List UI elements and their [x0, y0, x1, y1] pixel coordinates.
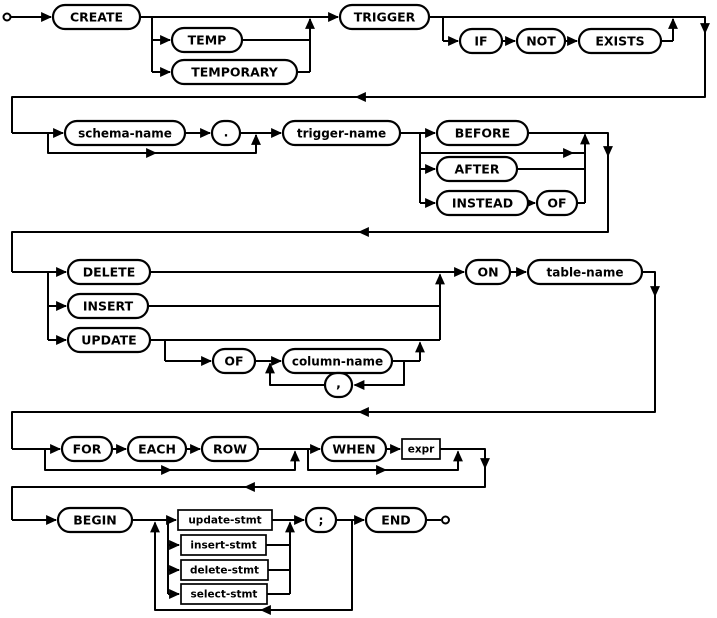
node-dot-label: .	[224, 125, 229, 140]
node-insert: INSERT	[66, 292, 150, 320]
node-insert-stmt[interactable]: insert-stmt	[180, 534, 267, 556]
node-temp-label: TEMP	[188, 33, 227, 48]
node-on: ON	[464, 258, 512, 286]
node-exists-label: EXISTS	[595, 34, 644, 49]
node-update: UPDATE	[66, 326, 152, 354]
node-of-update: OF	[211, 347, 257, 375]
node-if-label: IF	[474, 34, 487, 49]
node-begin: BEGIN	[56, 506, 134, 534]
node-schema-name: schema-name	[63, 119, 187, 147]
node-row-label: ROW	[213, 442, 247, 457]
node-temporary: TEMPORARY	[170, 58, 299, 86]
node-select-stmt-label: select-stmt	[191, 589, 258, 601]
node-semicolon-label: ;	[319, 513, 324, 528]
node-instead: INSTEAD	[435, 189, 530, 217]
node-not: NOT	[515, 27, 567, 55]
node-each-label: EACH	[138, 442, 176, 457]
node-trigger-name-label: trigger-name	[297, 127, 386, 141]
node-expr[interactable]: expr	[401, 438, 441, 460]
start-terminal	[2, 12, 12, 22]
node-for: FOR	[60, 435, 114, 463]
node-exists: EXISTS	[577, 27, 663, 55]
node-trigger: TRIGGER	[338, 3, 431, 31]
node-trigger-label: TRIGGER	[354, 10, 416, 25]
node-delete-stmt[interactable]: delete-stmt	[180, 559, 269, 581]
node-schema-name-label: schema-name	[78, 127, 172, 141]
node-on-label: ON	[477, 265, 498, 280]
node-select-stmt[interactable]: select-stmt	[180, 583, 268, 605]
node-temporary-label: TEMPORARY	[191, 65, 279, 80]
node-comma-label: ,	[336, 376, 341, 391]
node-trigger-name: trigger-name	[281, 119, 402, 147]
node-table-name: table-name	[526, 258, 644, 286]
node-dot: .	[210, 119, 242, 147]
node-begin-label: BEGIN	[73, 513, 116, 528]
node-before-label: BEFORE	[455, 126, 510, 141]
node-delete-stmt-label: delete-stmt	[190, 565, 259, 577]
end-terminal	[441, 515, 450, 525]
direction-arrows	[146, 23, 710, 615]
node-of-instead: OF	[535, 189, 579, 217]
node-temp: TEMP	[170, 26, 244, 54]
node-of-update-label: OF	[224, 354, 243, 369]
node-update-label: UPDATE	[81, 333, 136, 348]
node-delete-label: DELETE	[83, 265, 135, 280]
connector-lines	[11, 16, 706, 595]
node-instead-label: INSTEAD	[452, 196, 513, 211]
node-of-instead-label: OF	[547, 196, 566, 211]
node-for-label: FOR	[73, 442, 102, 457]
node-row: ROW	[200, 435, 260, 463]
node-insert-label: INSERT	[83, 299, 134, 314]
node-before: BEFORE	[435, 119, 530, 147]
node-each: EACH	[126, 435, 188, 463]
node-create-label: CREATE	[70, 10, 123, 25]
node-update-stmt[interactable]: update-stmt	[177, 509, 273, 531]
node-comma: ,	[323, 371, 354, 399]
node-column-name-label: column-name	[292, 355, 383, 369]
node-after: AFTER	[435, 155, 519, 183]
node-delete: DELETE	[66, 258, 152, 286]
node-column-name: column-name	[281, 347, 394, 375]
node-after-label: AFTER	[455, 162, 500, 177]
node-insert-stmt-label: insert-stmt	[190, 540, 256, 552]
node-if: IF	[458, 27, 504, 55]
node-not-label: NOT	[526, 34, 556, 49]
node-end: END	[364, 506, 428, 534]
node-update-stmt-label: update-stmt	[188, 515, 261, 527]
node-end-label: END	[381, 513, 410, 528]
node-create: CREATE	[51, 3, 142, 31]
node-table-name-label: table-name	[547, 266, 624, 280]
node-semicolon: ;	[304, 506, 338, 534]
node-when: WHEN	[320, 435, 388, 463]
node-when-label: WHEN	[332, 442, 375, 457]
node-expr-label: expr	[408, 444, 435, 456]
